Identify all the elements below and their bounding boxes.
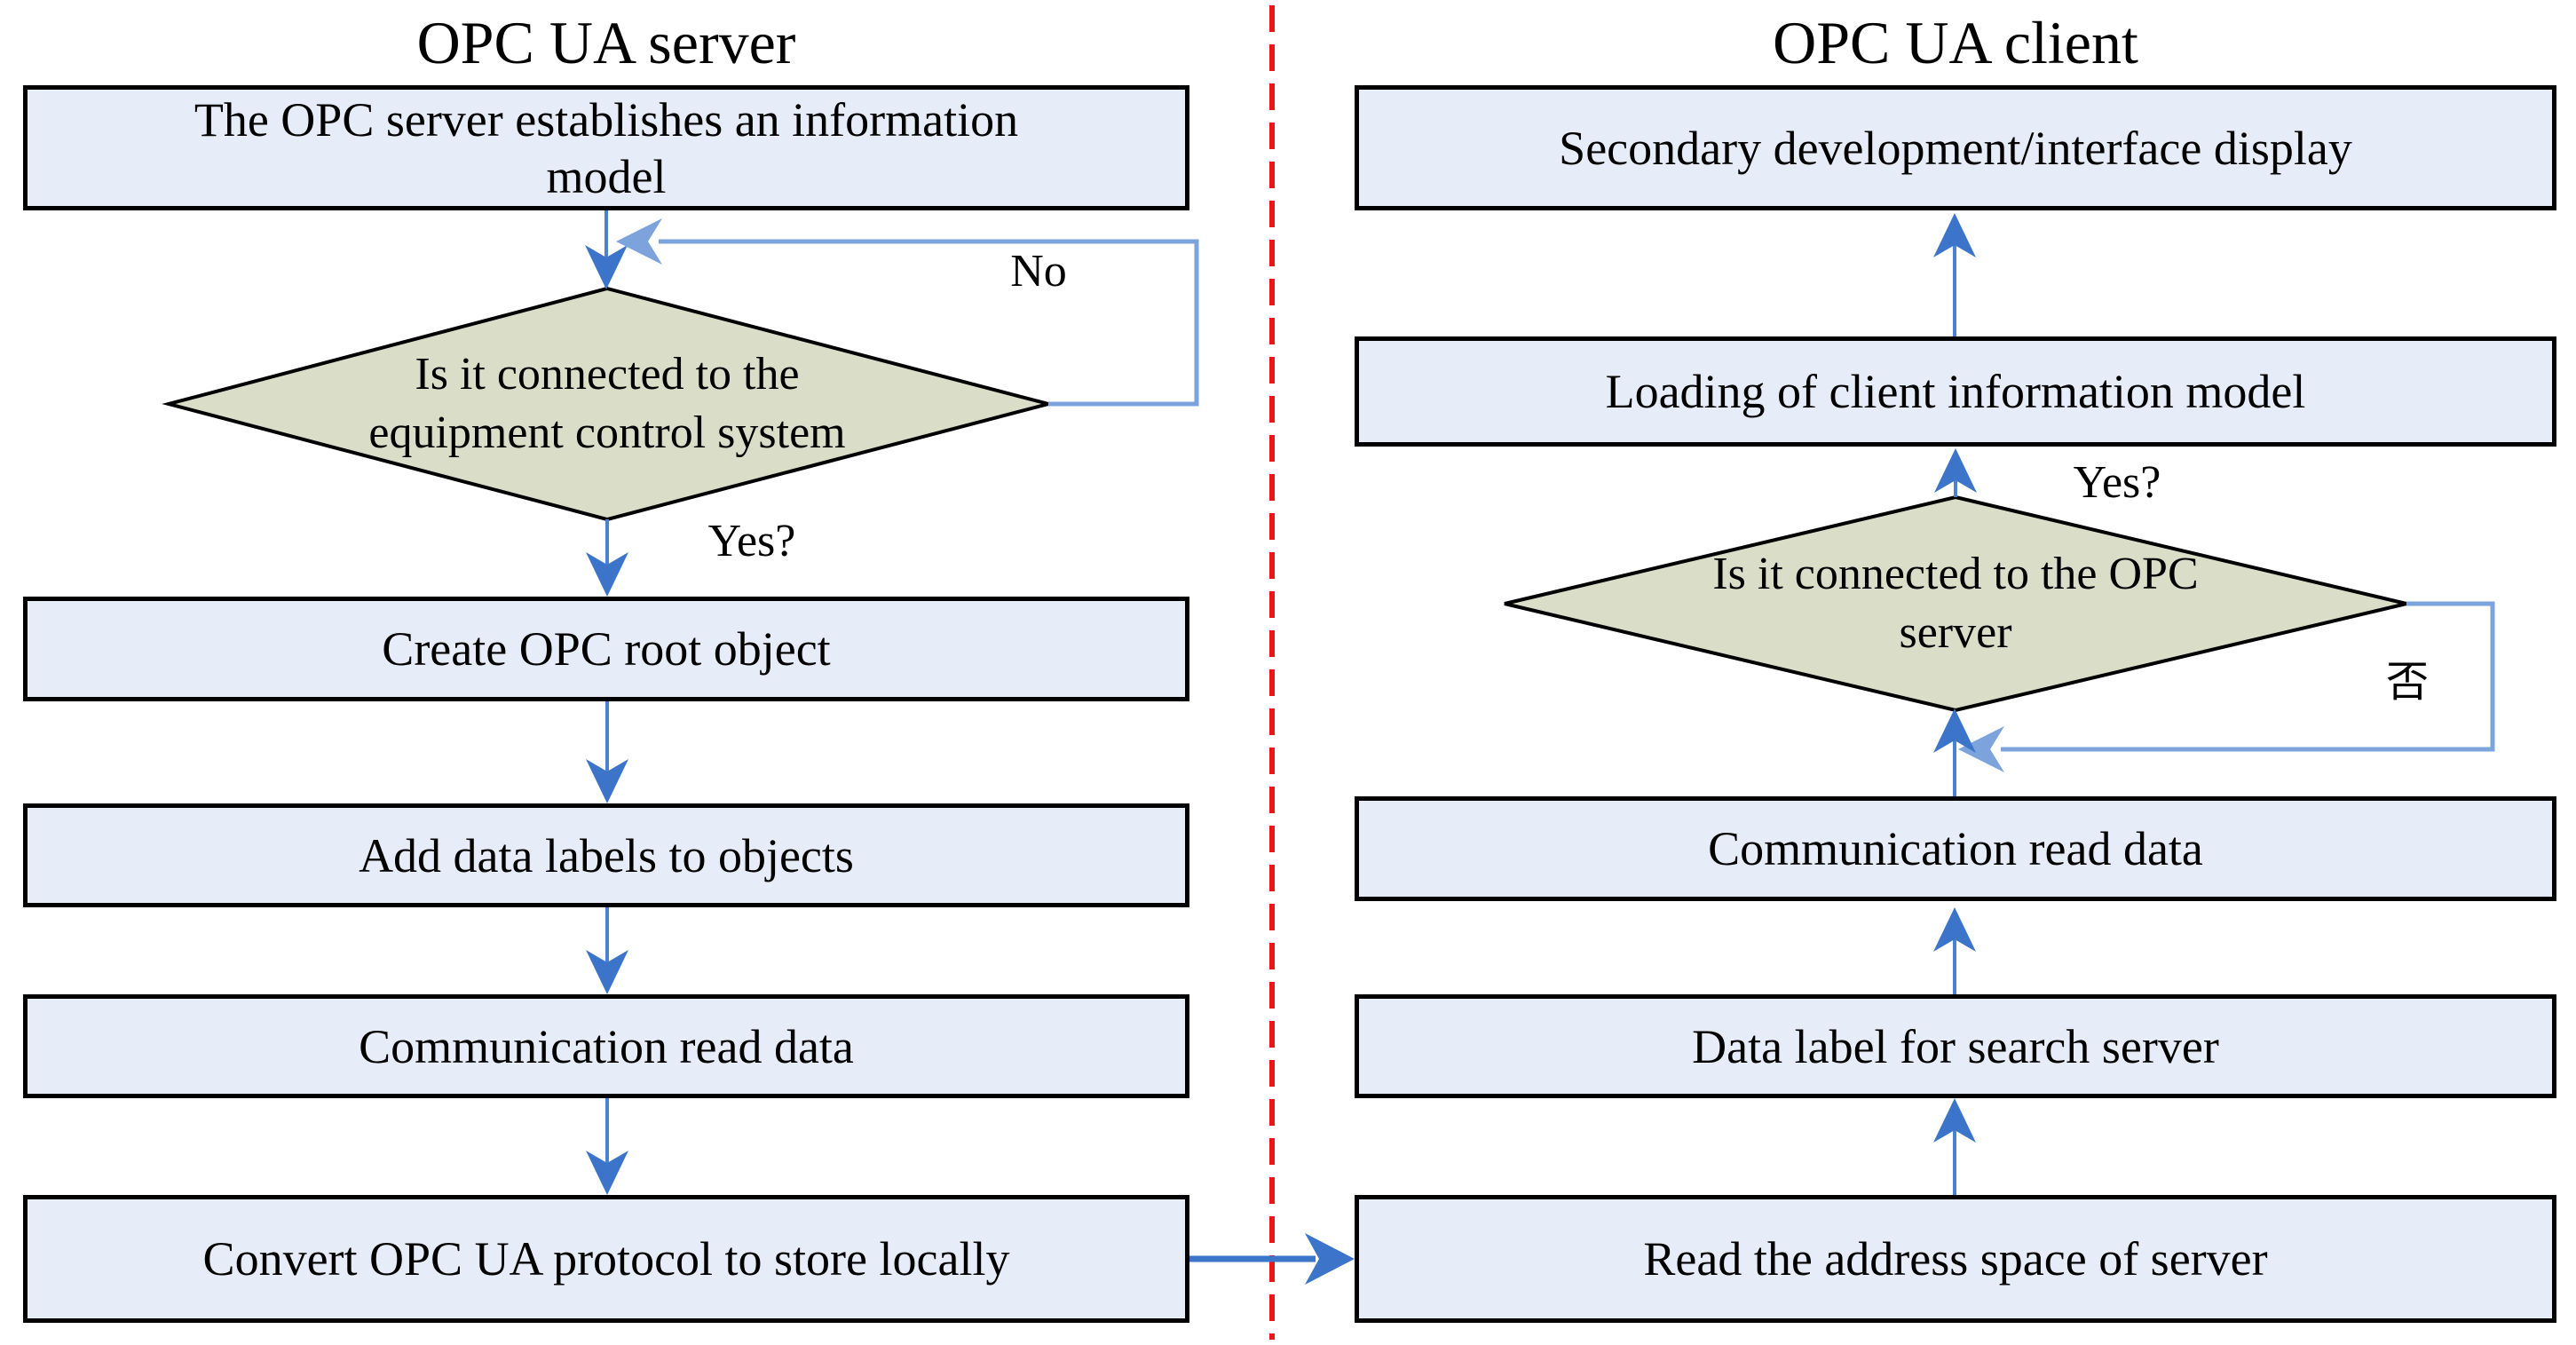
- client-box-data-label-search-server-label: Data label for search server: [1692, 1019, 2219, 1073]
- client-decision-diamond: [1504, 494, 2407, 713]
- server-arrow-box2-to-box3-head: [586, 759, 628, 803]
- client-box-read-address-space: Read the address space of server: [1355, 1195, 2556, 1323]
- server-no-loop-line: [659, 239, 1199, 407]
- server-box-establish-info-model-label: The OPC server establishes an informatio…: [194, 92, 1019, 203]
- server-no-label: No: [1010, 246, 1067, 297]
- client-box-data-label-search-server: Data label for search server: [1355, 994, 2556, 1098]
- client-box-read-address-space-label: Read the address space of server: [1643, 1232, 2268, 1286]
- client-no-loop-arrowhead: [1958, 726, 2004, 772]
- server-decision-label: Is it connected to the equipment control…: [314, 339, 900, 469]
- client-box-loading-info-model-label: Loading of client information model: [1605, 365, 2306, 418]
- server-yes-label: Yes?: [707, 516, 796, 566]
- client-arrow-decision-to-box2-head: [1934, 448, 1977, 493]
- server-box-convert-protocol-store-locally: Convert OPC UA protocol to store locally: [23, 1195, 1189, 1323]
- client-box-communication-read-data-label: Communication read data: [1708, 822, 2203, 875]
- server-box-communication-read-data: Communication read data: [23, 994, 1189, 1098]
- server-box-create-root-object-label: Create OPC root object: [382, 622, 831, 676]
- client-decision-text: Is it connected to the OPC server: [1712, 549, 2199, 658]
- client-box-secondary-development-label: Secondary development/interface display: [1559, 121, 2352, 175]
- client-no-loop-line: [2001, 601, 2495, 752]
- server-box-add-data-labels: Add data labels to objects: [23, 803, 1189, 907]
- client-arrow-box2-to-box1-head: [1933, 213, 1976, 257]
- server-box-convert-protocol-store-locally-label: Convert OPC UA protocol to store locally: [202, 1232, 1010, 1286]
- client-arrow-box4-to-box3-head: [1933, 907, 1976, 952]
- client-yes-label: Yes?: [2073, 457, 2161, 508]
- client-box-loading-info-model: Loading of client information model: [1355, 336, 2556, 447]
- server-decision-text: Is it connected to the equipment control…: [368, 349, 846, 458]
- server-arrow-box4-to-box5-head: [586, 1151, 628, 1195]
- server-box-create-root-object: Create OPC root object: [23, 597, 1189, 701]
- client-arrow-box3-to-decision-head: [1933, 708, 1976, 753]
- cross-lane-arrow-head: [1305, 1233, 1355, 1285]
- client-box-secondary-development: Secondary development/interface display: [1355, 85, 2556, 210]
- server-arrow-box3-to-box4-head: [586, 950, 628, 994]
- server-box-establish-info-model: The OPC server establishes an informatio…: [23, 85, 1189, 210]
- server-no-loop-arrowhead: [616, 218, 662, 265]
- client-no-label: 否: [2385, 657, 2429, 707]
- server-box-add-data-labels-label: Add data labels to objects: [359, 828, 854, 882]
- server-box-communication-read-data-label: Communication read data: [359, 1019, 854, 1073]
- client-lane-title: OPC UA client: [1773, 9, 2138, 76]
- client-decision-label: Is it connected to the OPC server: [1689, 539, 2222, 669]
- client-arrow-box5-to-box4-head: [1933, 1098, 1976, 1143]
- server-arrow-box1-to-decision-head: [585, 245, 628, 289]
- client-box-communication-read-data: Communication read data: [1355, 796, 2556, 901]
- server-lane-title: OPC UA server: [416, 9, 796, 76]
- server-arrow-decision-to-box2-head: [586, 552, 628, 597]
